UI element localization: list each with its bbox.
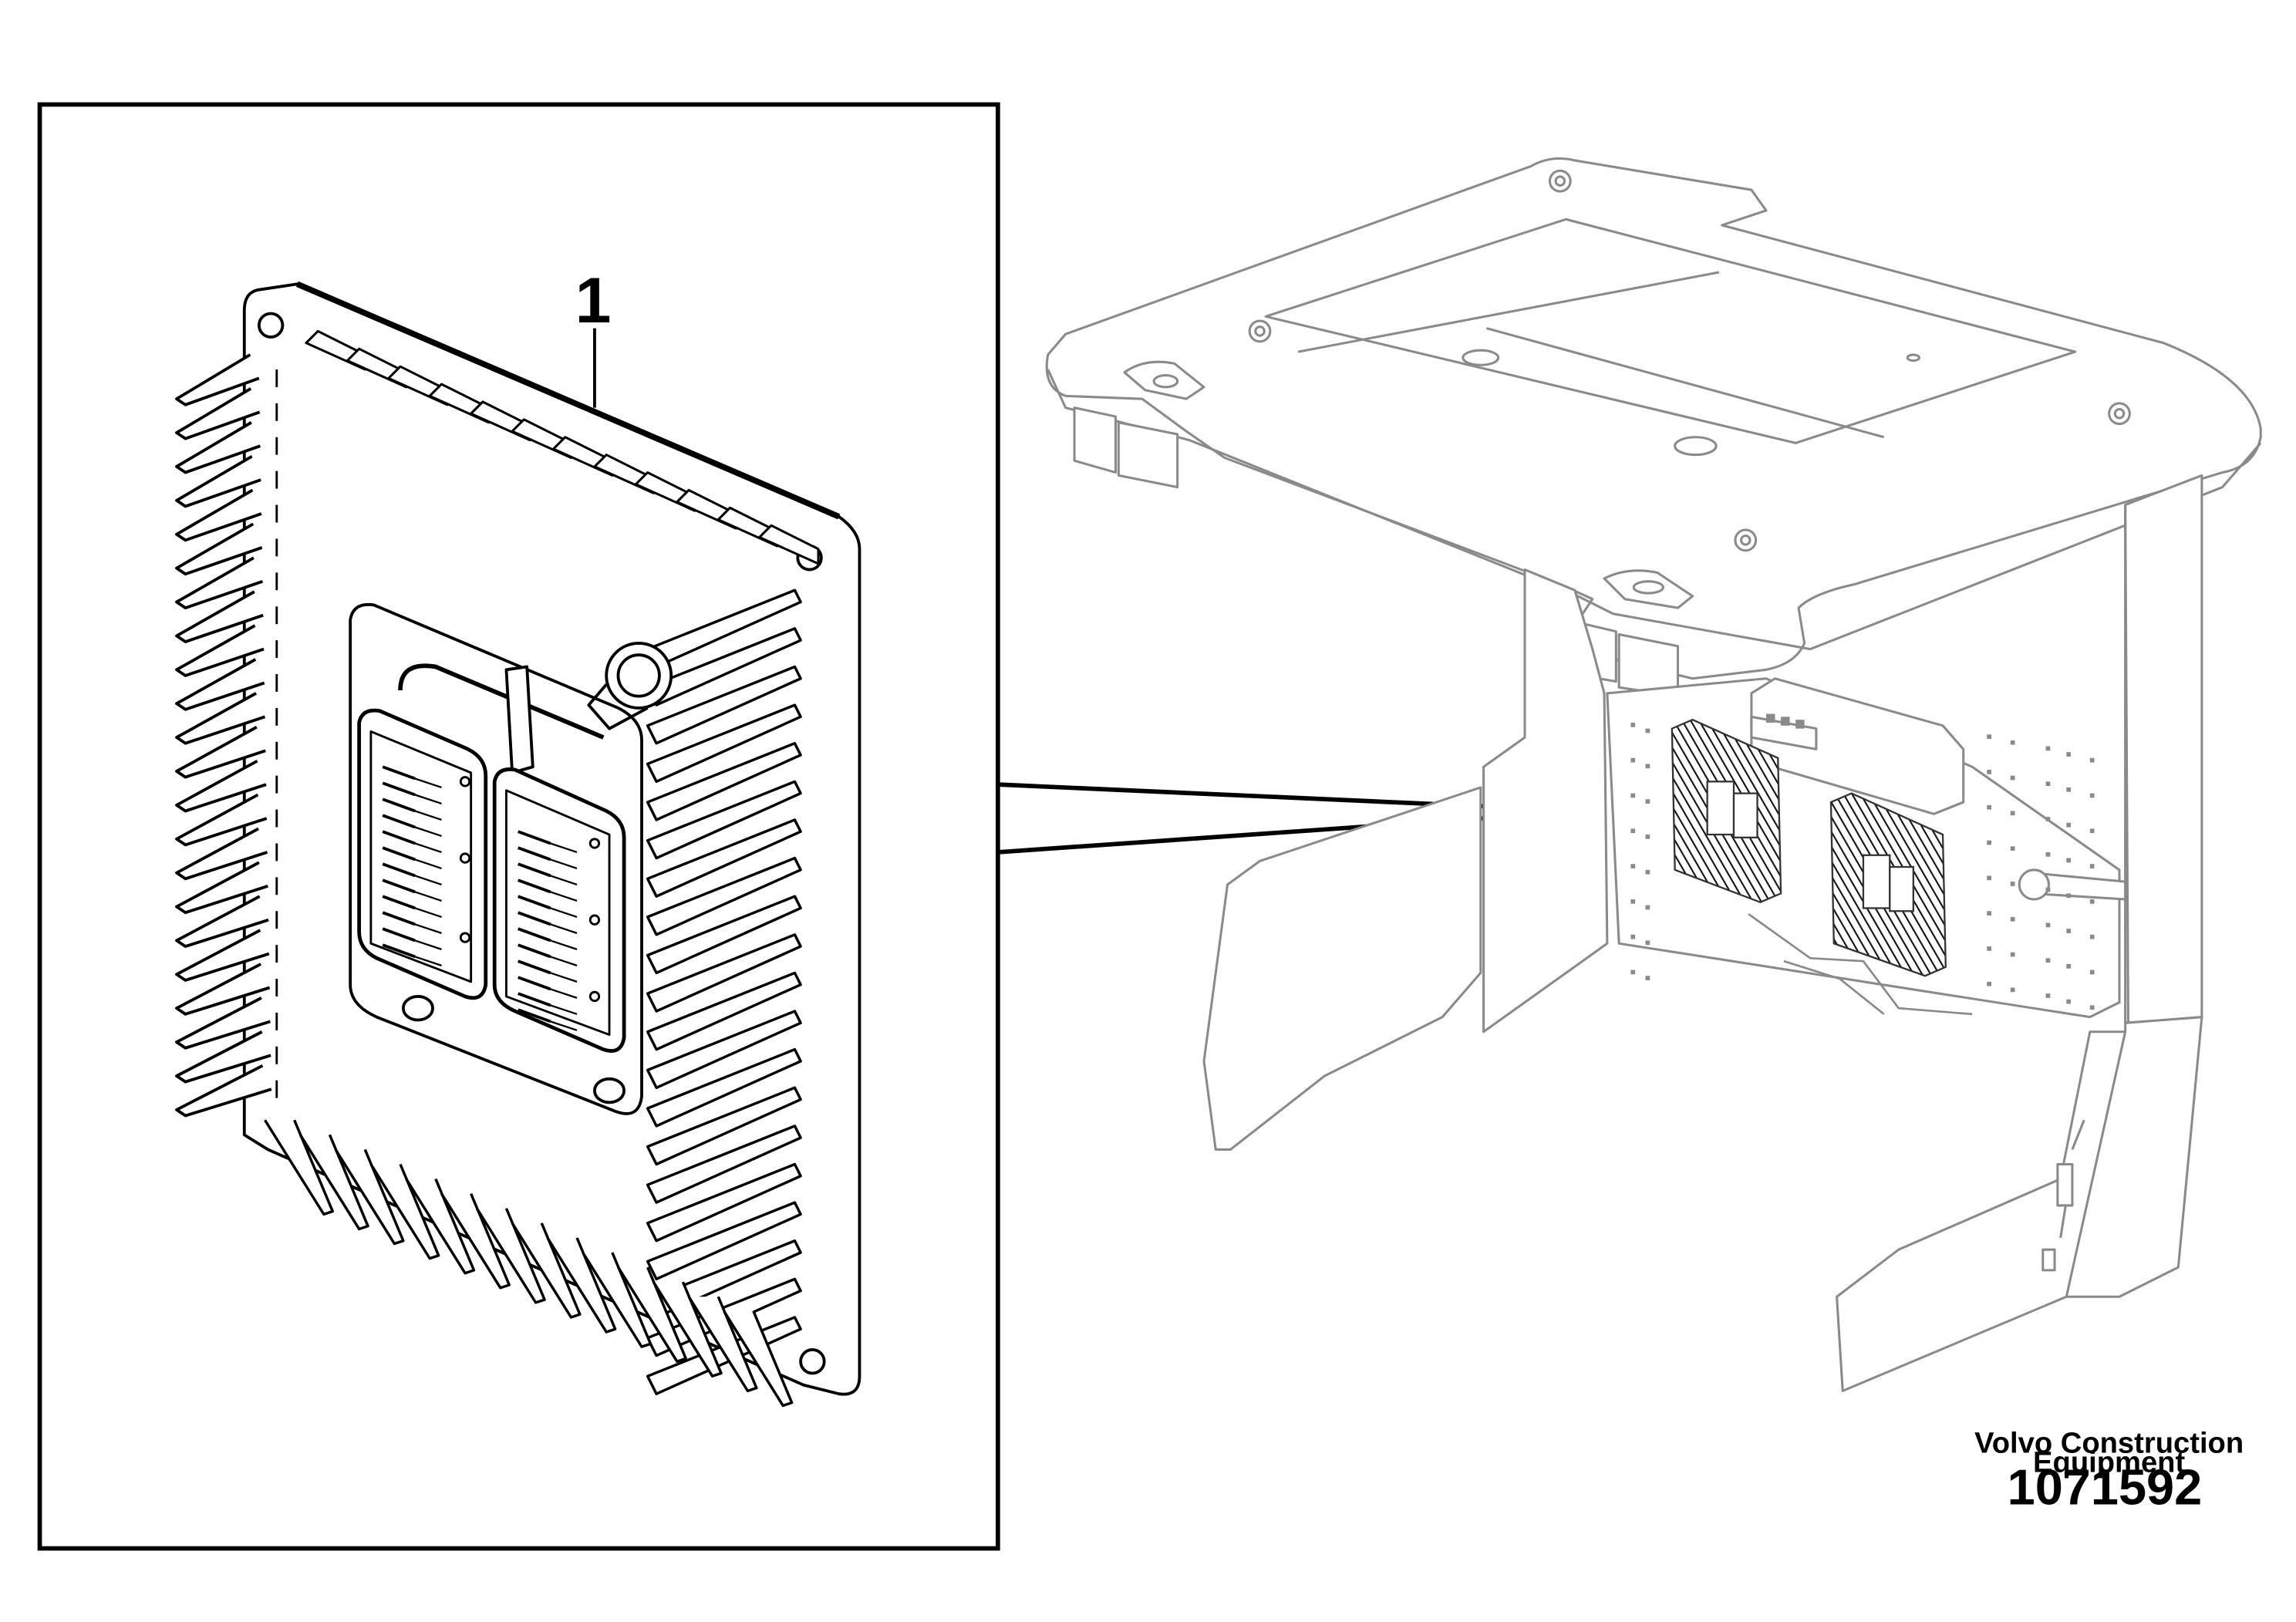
cooling-fins-left xyxy=(175,353,278,1118)
ecu-control-unit xyxy=(175,281,861,1408)
brand-line-1: Volvo Construction xyxy=(1974,1427,2244,1460)
part-callout-1: 1 xyxy=(575,264,612,408)
installed-ecu-left xyxy=(1671,718,1782,904)
mounting-hole-bottom-right xyxy=(799,1348,826,1375)
cab-pillar-rear-right xyxy=(2124,474,2203,1024)
document-number: 1071592 xyxy=(2008,1458,2203,1515)
connector-b xyxy=(492,767,626,1053)
cab-side-panel xyxy=(1482,568,1609,1034)
installed-ecu-right xyxy=(1829,792,1947,977)
connector-a xyxy=(357,708,488,1000)
brand-line-2: Equipment xyxy=(2033,1445,2185,1479)
connector-locking-lever xyxy=(504,665,534,774)
cooling-fins-top xyxy=(305,329,820,565)
roof-bolts xyxy=(1248,169,2131,552)
cab-pillar-left xyxy=(1202,786,1482,1151)
work-light-left xyxy=(1073,406,1118,474)
detail-inset-frame xyxy=(37,102,1000,1551)
mounting-hole-top-left xyxy=(257,312,285,339)
machine-cab-frame xyxy=(1045,157,2262,1392)
drawing-footer: Volvo Construction Equipment 1071592 xyxy=(1974,1427,2244,1516)
part-number-label: 1 xyxy=(575,264,612,336)
cooling-fins-bottom xyxy=(264,1119,794,1408)
bolt-head-right xyxy=(593,1077,626,1104)
wire-harness xyxy=(1748,912,1973,1016)
bolt-head-left xyxy=(401,995,434,1022)
panel-perforations xyxy=(1630,723,2095,1010)
breather-boss xyxy=(587,642,673,730)
